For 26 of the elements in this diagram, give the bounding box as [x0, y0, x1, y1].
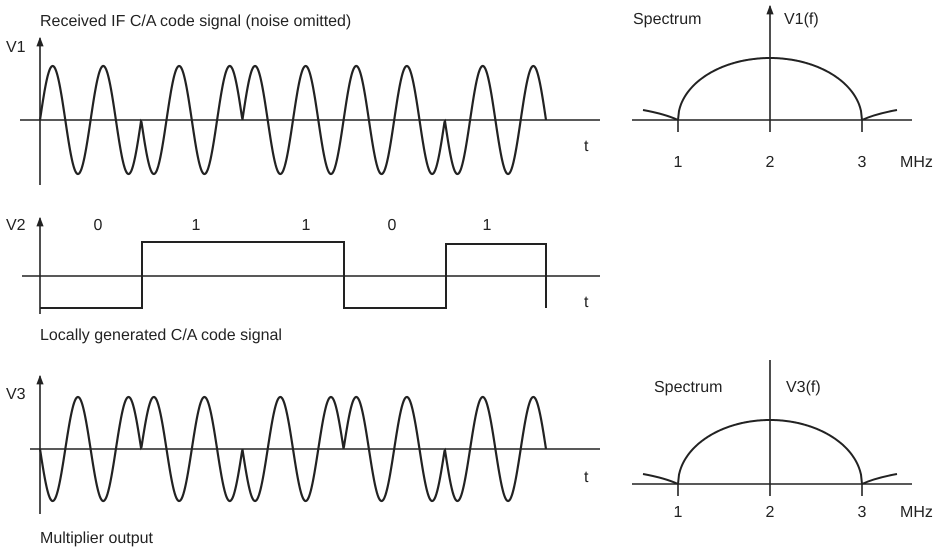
- axis-label: MHz: [900, 504, 933, 522]
- tick-label: 1: [674, 504, 682, 522]
- bit-value: 0: [94, 217, 102, 235]
- chart-title: Spectrum: [633, 11, 702, 29]
- axis-label: V2: [6, 217, 26, 235]
- axis-label: MHz: [900, 154, 933, 172]
- chart-title: Locally generated C/A code signal: [40, 327, 282, 345]
- bit-value: 1: [192, 217, 200, 235]
- chart-title: Received IF C/A code signal (noise omitted): [40, 13, 352, 31]
- axis-label: t: [584, 138, 588, 156]
- tick-label: 2: [766, 154, 774, 172]
- chart-title: Multiplier output: [40, 530, 153, 548]
- axis-label: V1: [6, 39, 26, 57]
- axis-label: t: [584, 294, 588, 312]
- bit-value: 1: [302, 217, 310, 235]
- axis-label: V3(f): [786, 379, 821, 397]
- tick-label: 3: [858, 504, 866, 522]
- tick-label: 2: [766, 504, 774, 522]
- tick-label: 1: [674, 154, 682, 172]
- tick-label: 3: [858, 154, 866, 172]
- bit-value: 1: [482, 217, 492, 235]
- axis-label: V1(f): [784, 11, 819, 29]
- axis-label: V3: [6, 386, 26, 404]
- axis-label: t: [584, 469, 588, 487]
- bit-value: 0: [388, 217, 396, 235]
- chart-title: Spectrum: [654, 379, 722, 397]
